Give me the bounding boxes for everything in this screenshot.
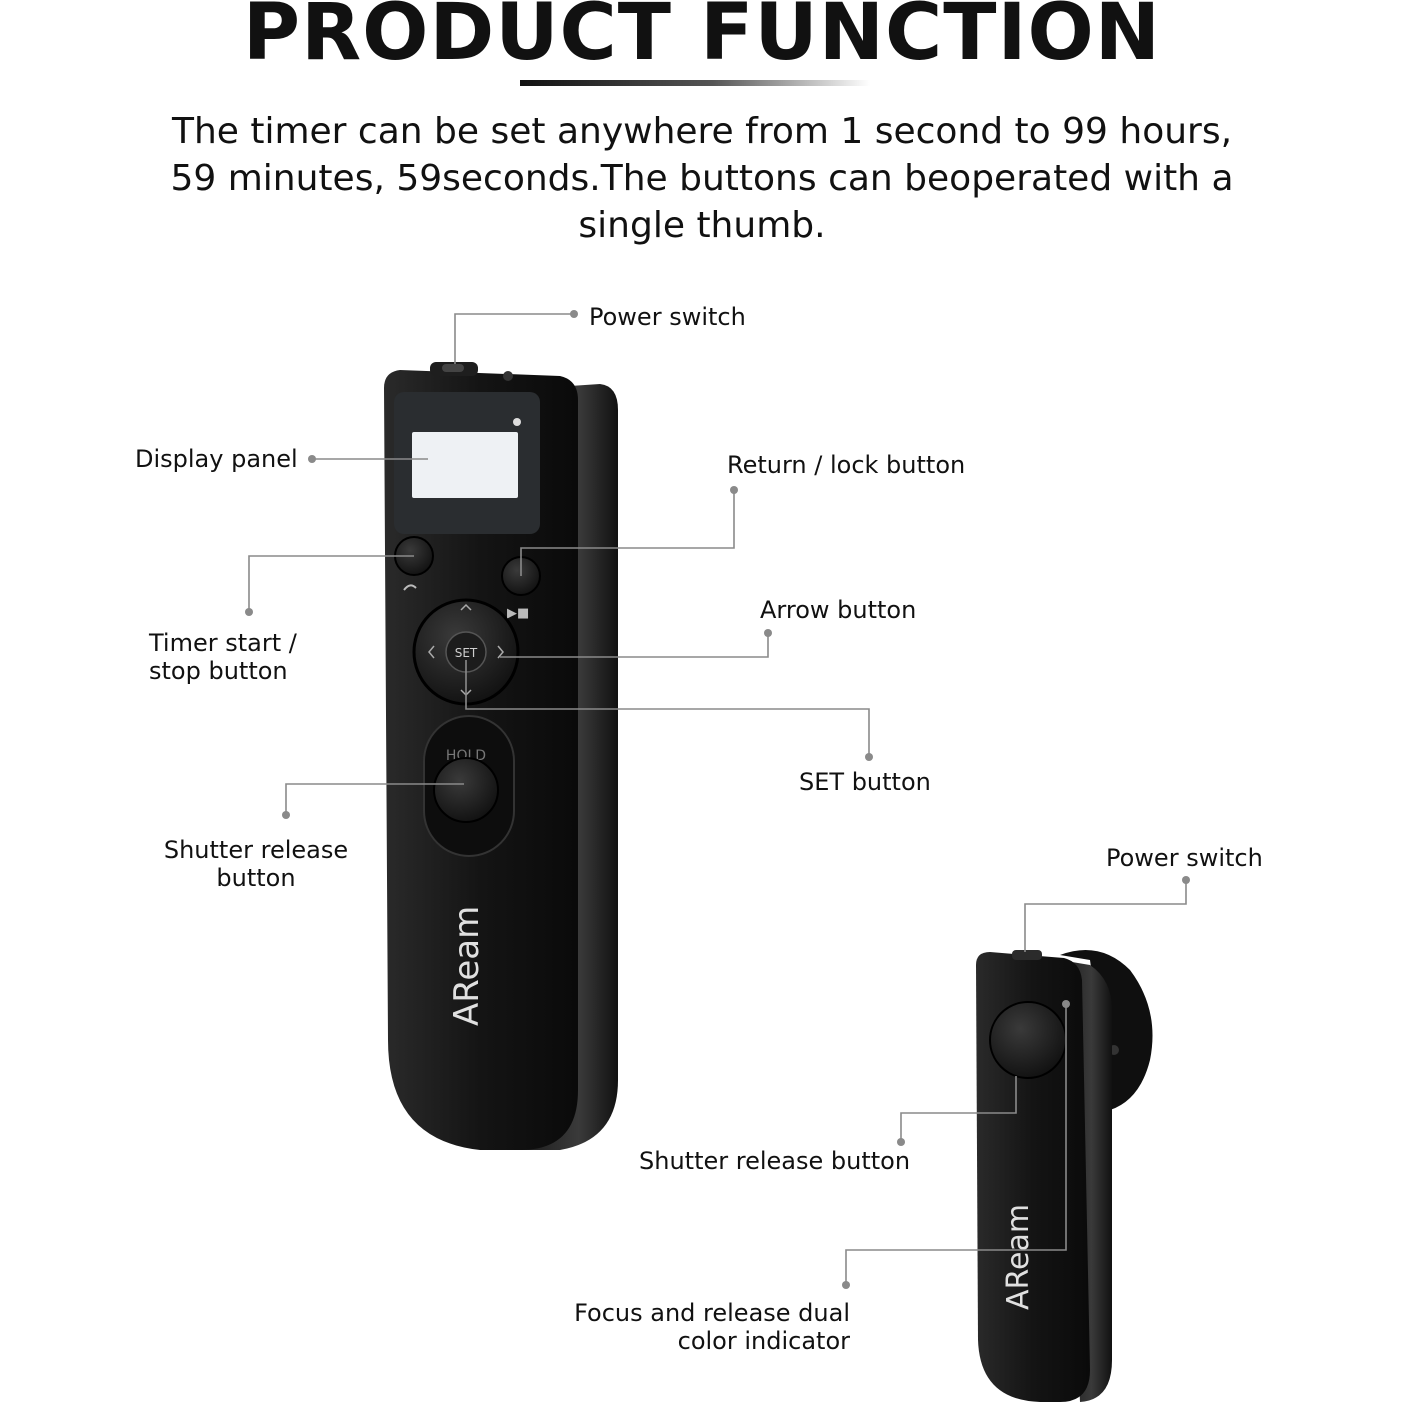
label-timer-start-stop: Timer start / stop button	[149, 629, 297, 685]
label-indicator-line-2: color indicator	[677, 1327, 850, 1355]
page-title: PRODUCT FUNCTION	[242, 0, 1162, 78]
label-return-lock: Return / lock button	[727, 451, 966, 479]
leader-dots	[245, 310, 1190, 1289]
timer-remote: ▶■ SET HOLD AReam	[384, 362, 618, 1150]
subtitle-line-1: The timer can be set anywhere from 1 sec…	[171, 111, 1233, 152]
page-subtitle: The timer can be set anywhere from 1 sec…	[120, 108, 1284, 249]
remote-brand: AReam	[447, 906, 487, 1026]
label-shutter-release: Shutter release button	[160, 836, 352, 892]
label-timer-line-2: stop button	[149, 657, 288, 685]
receiver-brand: AReam	[1001, 1204, 1036, 1310]
label-power-switch: Power switch	[589, 303, 746, 331]
label-receiver-power-switch: Power switch	[1106, 844, 1263, 872]
leader-timer	[248, 555, 414, 612]
label-dual-color-indicator: Focus and release dual color indicator	[560, 1299, 850, 1355]
leader-receiver-power	[1024, 880, 1187, 952]
label-set-button: SET button	[799, 768, 931, 796]
receiver-device: AReam	[976, 950, 1153, 1402]
leader-return-lock	[520, 490, 735, 576]
leader-set	[465, 660, 870, 757]
receiver-power-switch	[1012, 950, 1042, 960]
leader-arrow	[500, 633, 769, 658]
shutter-release-button	[433, 757, 499, 823]
label-display-panel: Display panel	[135, 445, 298, 473]
receiver-shutter-button	[989, 1001, 1067, 1079]
title-underline	[520, 80, 870, 86]
label-timer-line-1: Timer start /	[149, 629, 297, 657]
label-shutter-line-2: button	[216, 864, 296, 892]
display-screen	[412, 432, 518, 498]
label-arrow-button: Arrow button	[760, 596, 917, 624]
leader-lines	[248, 313, 1187, 1285]
leader-power-switch	[454, 313, 574, 364]
subtitle-line-2: 59 minutes, 59seconds.The buttons can be…	[170, 158, 1234, 199]
set-button-label: SET	[455, 646, 478, 660]
leader-indicator	[845, 1004, 1067, 1285]
label-shutter-line-1: Shutter release	[163, 836, 349, 864]
leader-shutter	[285, 783, 464, 815]
svg-text:▶■: ▶■	[507, 606, 529, 621]
subtitle-line-3: single thumb.	[578, 205, 826, 246]
label-indicator-line-1: Focus and release dual	[574, 1299, 850, 1327]
leader-receiver-shutter	[900, 1076, 1017, 1142]
label-receiver-shutter: Shutter release button	[639, 1147, 911, 1175]
